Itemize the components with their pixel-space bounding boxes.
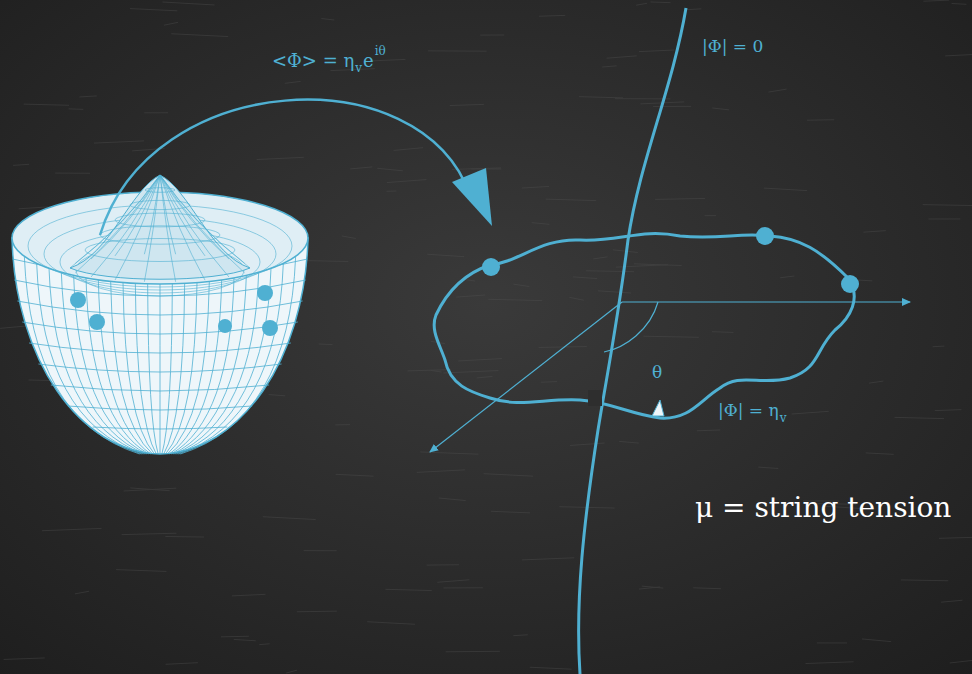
field-dot (841, 275, 859, 293)
core-label: |Φ| = 0 (702, 38, 763, 55)
superscript: iθ (375, 45, 386, 57)
x-axis (622, 301, 910, 302)
field-expression: e (363, 52, 374, 70)
theta-arc (604, 302, 658, 352)
mexican-hat-potential (12, 175, 308, 454)
field-dot (756, 227, 774, 245)
subscript: v (780, 412, 787, 424)
subscript: v (355, 62, 362, 74)
y-axis (430, 302, 622, 452)
tension-label: μ = string tension (695, 494, 951, 522)
vacuum-loop (434, 234, 854, 419)
mapping-arrow (100, 100, 470, 235)
field-expression: <Φ> = η (272, 52, 354, 70)
mapping-arrowhead (452, 168, 492, 226)
loop-gap (588, 390, 602, 406)
string-line (579, 8, 686, 674)
field-dot (482, 258, 500, 276)
angle-label: θ (652, 364, 662, 381)
vacuum-label: |Φ| = η (718, 402, 779, 419)
loop-marker (652, 400, 664, 416)
